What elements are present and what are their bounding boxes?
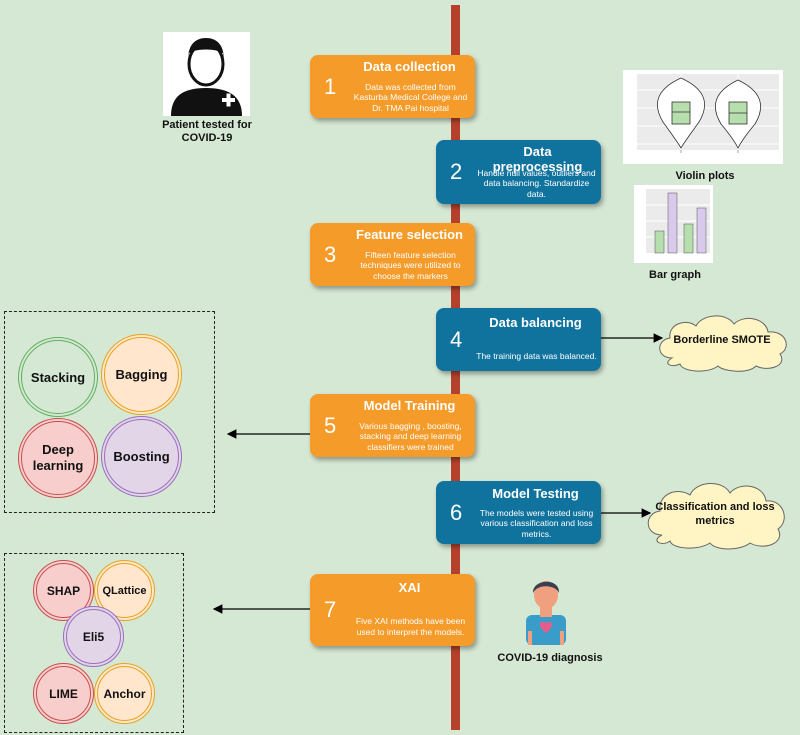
step-title: Data preprocessing: [492, 144, 583, 174]
step-title: XAI: [398, 580, 421, 595]
step-card-3[interactable]: 3 Feature selection Fifteen feature sele…: [310, 223, 475, 286]
model-classifiers-box: [4, 311, 215, 513]
step-number: 6: [450, 499, 463, 525]
bar-graph-label: Bar graph: [649, 269, 701, 281]
step-number: 4: [450, 326, 463, 352]
step-number: 3: [324, 241, 337, 267]
cloud-classification-loss-metrics: Classification and loss metrics: [655, 501, 775, 527]
step-number: 2: [450, 159, 463, 184]
diagnosis-label: COVID-19 diagnosis: [497, 652, 603, 664]
step-description: Data was collected from Kasturba Medical…: [353, 81, 468, 113]
model-stacking: Stacking: [18, 337, 98, 417]
step-card-2[interactable]: 2 Data preprocessing Handle null values,…: [436, 140, 601, 204]
patient-label: Patient tested for COVID-19: [162, 119, 252, 144]
bar-graph-thumbnail: [634, 185, 713, 263]
model-boosting: Boosting: [101, 416, 182, 497]
model-bagging: Bagging: [101, 334, 182, 415]
step-title: Data collection: [363, 59, 456, 74]
step-number: 1: [324, 73, 337, 99]
step-description: The training data was balanced.: [476, 350, 597, 361]
xai-lime: LIME: [33, 663, 94, 724]
cloud-shape: [647, 483, 785, 550]
step-title: Data balancing: [489, 315, 582, 330]
xai-eli5: Eli5: [63, 606, 124, 667]
xai-methods-box: [4, 553, 184, 733]
patient-icon: [163, 32, 250, 116]
step-card-5[interactable]: 5 Model Training Various bagging , boost…: [310, 394, 475, 457]
step-description: Fifteen feature selection techniques wer…: [360, 249, 461, 281]
step-card-6[interactable]: 6 Model Testing The models were tested u…: [436, 481, 601, 544]
xai-shap: SHAP: [33, 560, 94, 621]
step-title: Model Training: [363, 398, 456, 413]
step-card-4[interactable]: 4 Data balancing The training data was b…: [436, 308, 601, 371]
step-description: Handle null values, outliers and data ba…: [477, 167, 596, 199]
cloud-shape: [659, 315, 787, 372]
step-card-7[interactable]: 7 XAI Five XAI methods have been used to…: [310, 574, 475, 646]
step-description: Various bagging , boosting, stacking and…: [359, 420, 462, 452]
step-description: Five XAI methods have been used to inter…: [355, 616, 466, 637]
step-card-1[interactable]: 1 Data collection Data was collected fro…: [310, 55, 475, 118]
xai-qlattice: QLattice: [94, 560, 155, 621]
step-number: 7: [324, 597, 337, 622]
violin-plot-label: Violin plots: [675, 170, 735, 182]
violin-plot-thumbnail: [623, 70, 783, 164]
xai-anchor: Anchor: [94, 663, 155, 724]
step-title: Feature selection: [356, 227, 463, 242]
model-deep-learning: Deep learning: [18, 418, 98, 498]
person-diagnosis-icon: [526, 581, 566, 645]
cloud-borderline-smote: Borderline SMOTE: [673, 334, 771, 346]
step-title: Model Testing: [492, 486, 579, 501]
step-description: The models were tested using various cla…: [479, 507, 594, 539]
step-number: 5: [324, 412, 337, 438]
